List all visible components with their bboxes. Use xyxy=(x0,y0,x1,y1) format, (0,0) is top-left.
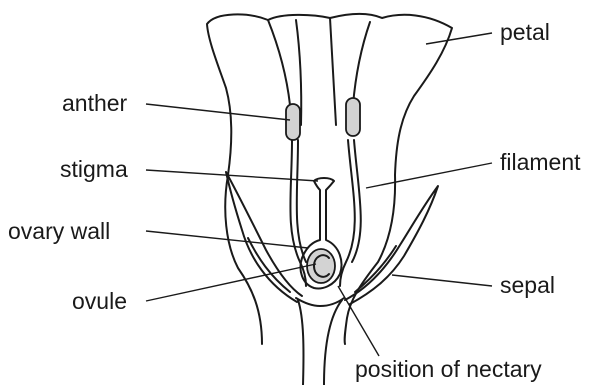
receptacle-base xyxy=(296,298,344,306)
petal-fold-right xyxy=(353,22,370,105)
leader-anther xyxy=(146,104,290,120)
ovary-cavity xyxy=(307,249,335,283)
petal-fold-middle-right xyxy=(330,18,336,125)
label-stigma: stigma xyxy=(60,156,128,182)
leader-petal xyxy=(426,33,492,44)
flower-stalk xyxy=(296,298,344,385)
leader-filament xyxy=(366,163,492,188)
label-anther: anther xyxy=(62,90,128,116)
label-ovule: ovule xyxy=(72,288,127,314)
petal-fold-left xyxy=(268,20,290,105)
anther-right xyxy=(346,98,360,136)
stalk-left-edge xyxy=(298,300,303,385)
filament-left-inner xyxy=(297,140,306,262)
label-sepal: sepal xyxy=(500,272,555,298)
leader-ovule xyxy=(146,264,316,301)
label-filament: filament xyxy=(500,149,581,175)
label-nectary: position of nectary xyxy=(355,356,542,382)
leader-sepal xyxy=(392,275,492,286)
leader-nectary xyxy=(338,286,379,356)
label-ovary-wall: ovary wall xyxy=(8,218,110,244)
stalk-right-edge xyxy=(324,300,342,385)
anther-left xyxy=(286,104,300,140)
label-petal: petal xyxy=(500,19,550,45)
carpel xyxy=(301,178,342,288)
labels: petal anther filament stigma ovary wall … xyxy=(8,19,581,382)
